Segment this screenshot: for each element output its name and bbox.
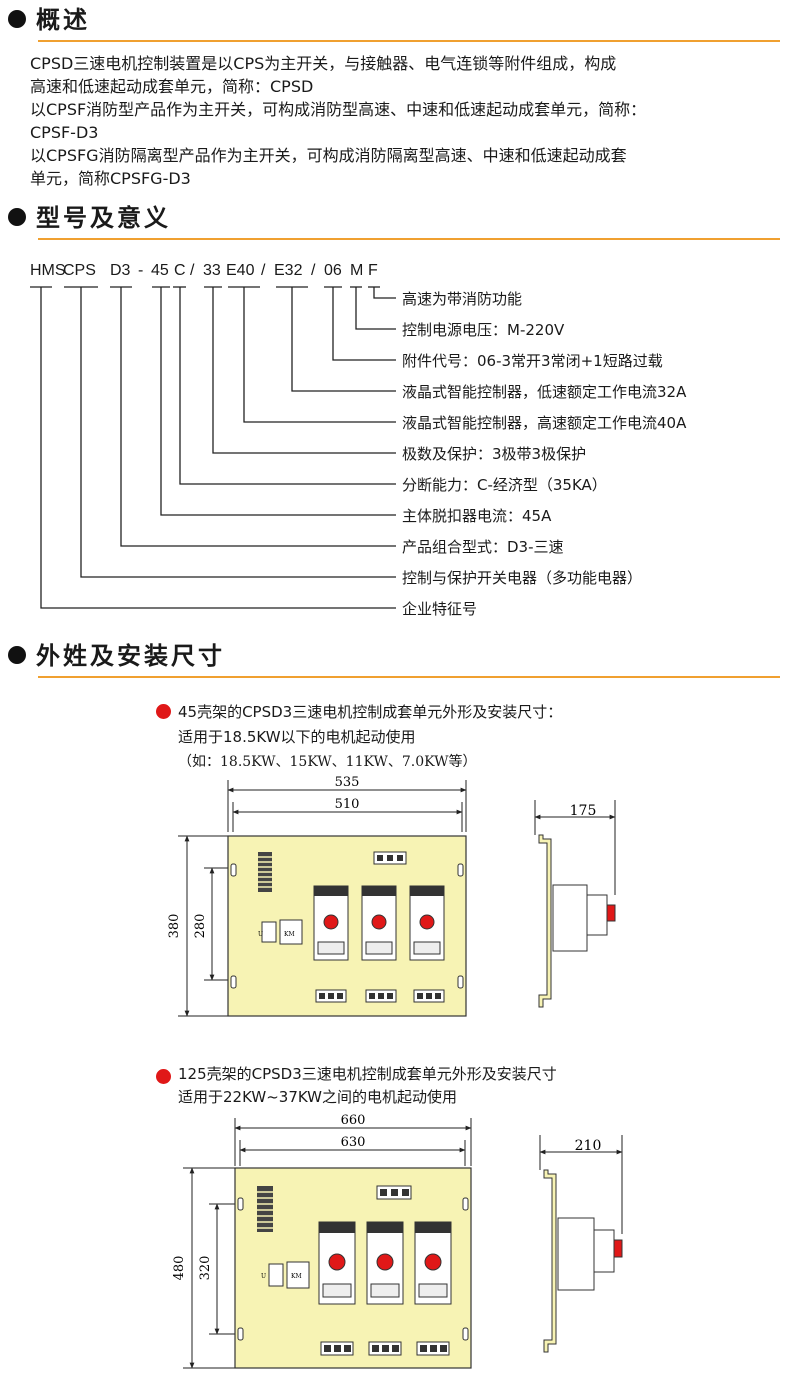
bullet-icon (8, 208, 26, 226)
code-part: / (261, 262, 266, 279)
dimensions-title: 外姓及安装尺寸 (36, 642, 225, 670)
model-desc: 控制电源电压：M-220V (402, 321, 565, 339)
unit45-front-drawing: 535 510 380 280 U KM (167, 775, 467, 1017)
unit45-examples: （如：18.5KW、15KW、11KW、7.0KW等） (178, 754, 477, 770)
bullet-icon (8, 10, 26, 28)
model-desc: 分断能力：C-经济型（35KA） (402, 476, 607, 494)
section-divider (38, 40, 780, 42)
dim-outer-width: 660 (341, 1113, 366, 1128)
section-divider (38, 238, 780, 240)
code-part: M (350, 262, 364, 279)
overview-paragraph: CPSD三速电机控制装置是以CPS为主开关，与接触器、电气连锁等附件组成，构成 … (30, 52, 770, 190)
unit45-side-drawing: 175 (534, 800, 616, 1008)
overview-line: CPSD三速电机控制装置是以CPS为主开关，与接触器、电气连锁等附件组成，构成 (30, 54, 617, 73)
dim-depth: 210 (575, 1138, 602, 1154)
code-part: 45 (151, 262, 169, 279)
code-part: - (138, 262, 144, 279)
cps-module (409, 885, 445, 961)
overview-title: 概述 (36, 6, 90, 34)
model-desc: 液晶式智能控制器，低速额定工作电流32A (402, 383, 687, 401)
overview-header: 概述 (8, 0, 780, 42)
dim-outer-height: 380 (167, 914, 182, 939)
dim-inner-height: 320 (198, 1256, 213, 1281)
unit125-usage: 适用于22KW~37KW之间的电机起动使用 (178, 1088, 458, 1106)
code-part: D3 (110, 262, 131, 279)
dimensions-header: 外姓及安装尺寸 (8, 636, 780, 678)
model-desc: 控制与保护开关电器（多功能电器） (402, 569, 643, 587)
dim-inner-height: 280 (193, 914, 208, 939)
model-desc: 极数及保护：3极带3极保护 (402, 445, 587, 463)
code-part: / (311, 262, 316, 279)
overview-line: CPSF-D3 (30, 123, 99, 142)
code-part: / (190, 262, 195, 279)
panel-label-left: U (261, 1273, 266, 1280)
cps-module (313, 885, 349, 961)
dim-inner-width: 510 (335, 797, 360, 812)
dim-depth: 175 (570, 803, 597, 819)
dim-inner-width: 630 (341, 1135, 366, 1150)
section-divider (38, 676, 780, 678)
code-part: E32 (274, 262, 303, 279)
code-part: HMS (30, 262, 66, 279)
red-dot-icon (156, 704, 171, 719)
model-desc: 高速为带消防功能 (402, 290, 523, 308)
panel-label-right: KM (291, 1273, 302, 1280)
panel-label-left: U (258, 931, 263, 938)
code-part: E40 (226, 262, 255, 279)
unit45-usage: 适用于18.5KW以下的电机起动使用 (178, 728, 416, 746)
model-title: 型号及意义 (36, 204, 171, 232)
code-part: CPS (63, 262, 96, 279)
unit125-front-drawing: 660 630 480 320 U KM (172, 1113, 472, 1369)
model-desc: 产品组合型式：D3-三速 (402, 538, 564, 556)
cps-module (318, 1221, 356, 1305)
bullet-icon (8, 646, 26, 664)
model-desc: 企业特征号 (402, 600, 478, 618)
overview-line: 高速和低速起动成套单元，简称：CPSD (30, 77, 314, 96)
cps-module (366, 1221, 404, 1305)
code-part: F (368, 262, 378, 279)
unit125-heading: 125壳架的CPSD3三速电机控制成套单元外形及安装尺寸 (178, 1065, 557, 1083)
model-desc: 液晶式智能控制器，高速额定工作电流40A (402, 414, 687, 432)
overview-line: 以CPSF消防型产品作为主开关，可构成消防型高速、中速和低速起动成套单元，简称： (30, 100, 647, 119)
code-part: C (174, 262, 186, 279)
cps-module (361, 885, 397, 961)
panel-label-right: KM (284, 931, 295, 938)
overview-line: 单元，简称CPSFG-D3 (30, 169, 191, 188)
code-part: 33 (203, 262, 221, 279)
model-desc: 主体脱扣器电流：45A (402, 507, 552, 525)
red-dot-icon (156, 1069, 171, 1084)
overview-line: 以CPSFG消防隔离型产品作为主开关，可构成消防隔离型高速、中速和低速起动成套 (30, 146, 627, 165)
cps-module (414, 1221, 452, 1305)
model-desc: 附件代号：06-3常开3常闭+1短路过载 (402, 352, 663, 370)
dim-outer-width: 535 (335, 775, 360, 790)
code-part: 06 (324, 262, 342, 279)
unit125-side-drawing: 210 (539, 1135, 623, 1353)
dim-outer-height: 480 (172, 1256, 187, 1281)
model-header: 型号及意义 (8, 198, 780, 240)
unit45-heading: 45壳架的CPSD3三速电机控制成套单元外形及安装尺寸： (178, 703, 563, 721)
